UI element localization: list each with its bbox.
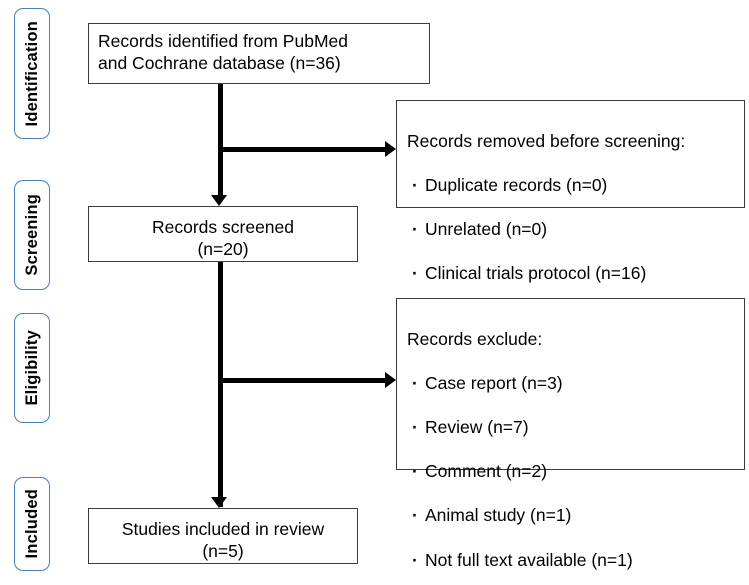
records-screened-line2: (n=20)	[197, 239, 249, 259]
excluded-item-comment: Comment (n=2)	[407, 460, 734, 482]
arrowhead-into-removed-before-screening	[385, 141, 396, 157]
removed-item-clinical-trials-protocol: Clinical trials protocol (n=16)	[407, 262, 734, 284]
box-records-identified: Records identified from PubMed and Cochr…	[88, 23, 430, 84]
phase-label-identification-text: Identification	[22, 20, 41, 127]
removed-item-duplicate: Duplicate records (n=0)	[407, 174, 734, 196]
phase-label-included-text: Included	[22, 489, 41, 559]
connector-screened-to-included	[218, 262, 223, 507]
box-records-removed-before-screening: Records removed before screening: Duplic…	[396, 100, 745, 283]
studies-included-line1: Studies included in review	[121, 518, 325, 539]
excluded-item-not-full-text: Not full text available (n=1)	[407, 549, 734, 571]
box-records-screened: Records screened (n=20)	[88, 206, 358, 262]
removed-heading: Records removed before screening:	[407, 131, 686, 152]
connector-to-records-excluded	[218, 378, 386, 383]
excluded-item-animal-study: Animal study (n=1)	[407, 504, 734, 526]
connector-identified-to-screened	[218, 84, 223, 197]
excluded-item-case-report: Case report (n=3)	[407, 372, 734, 394]
box-records-excluded: Records exclude: Case report (n=3) Revie…	[396, 298, 745, 570]
phase-label-eligibility: Eligibility	[14, 313, 50, 423]
phase-label-included: Included	[14, 477, 50, 571]
phase-label-identification: Identification	[14, 8, 50, 139]
records-screened-line1: Records screened	[151, 216, 295, 237]
connector-to-removed-before-screening	[218, 147, 386, 152]
phase-label-screening-text: Screening	[22, 194, 41, 276]
arrowhead-into-records-excluded	[385, 372, 396, 388]
removed-item-unrelated: Unrelated (n=0)	[407, 218, 734, 240]
box-studies-included: Studies included in review (n=5)	[88, 508, 358, 564]
phase-label-screening: Screening	[14, 180, 50, 290]
box-records-identified-text: Records identified from PubMed and Cochr…	[98, 31, 348, 74]
arrowhead-into-screened	[211, 195, 227, 206]
excluded-heading: Records exclude:	[407, 329, 543, 350]
phase-label-eligibility-text: Eligibility	[22, 330, 41, 406]
excluded-item-review: Review (n=7)	[407, 416, 734, 438]
arrowhead-into-included	[211, 497, 227, 508]
studies-included-line2: (n=5)	[202, 541, 244, 561]
